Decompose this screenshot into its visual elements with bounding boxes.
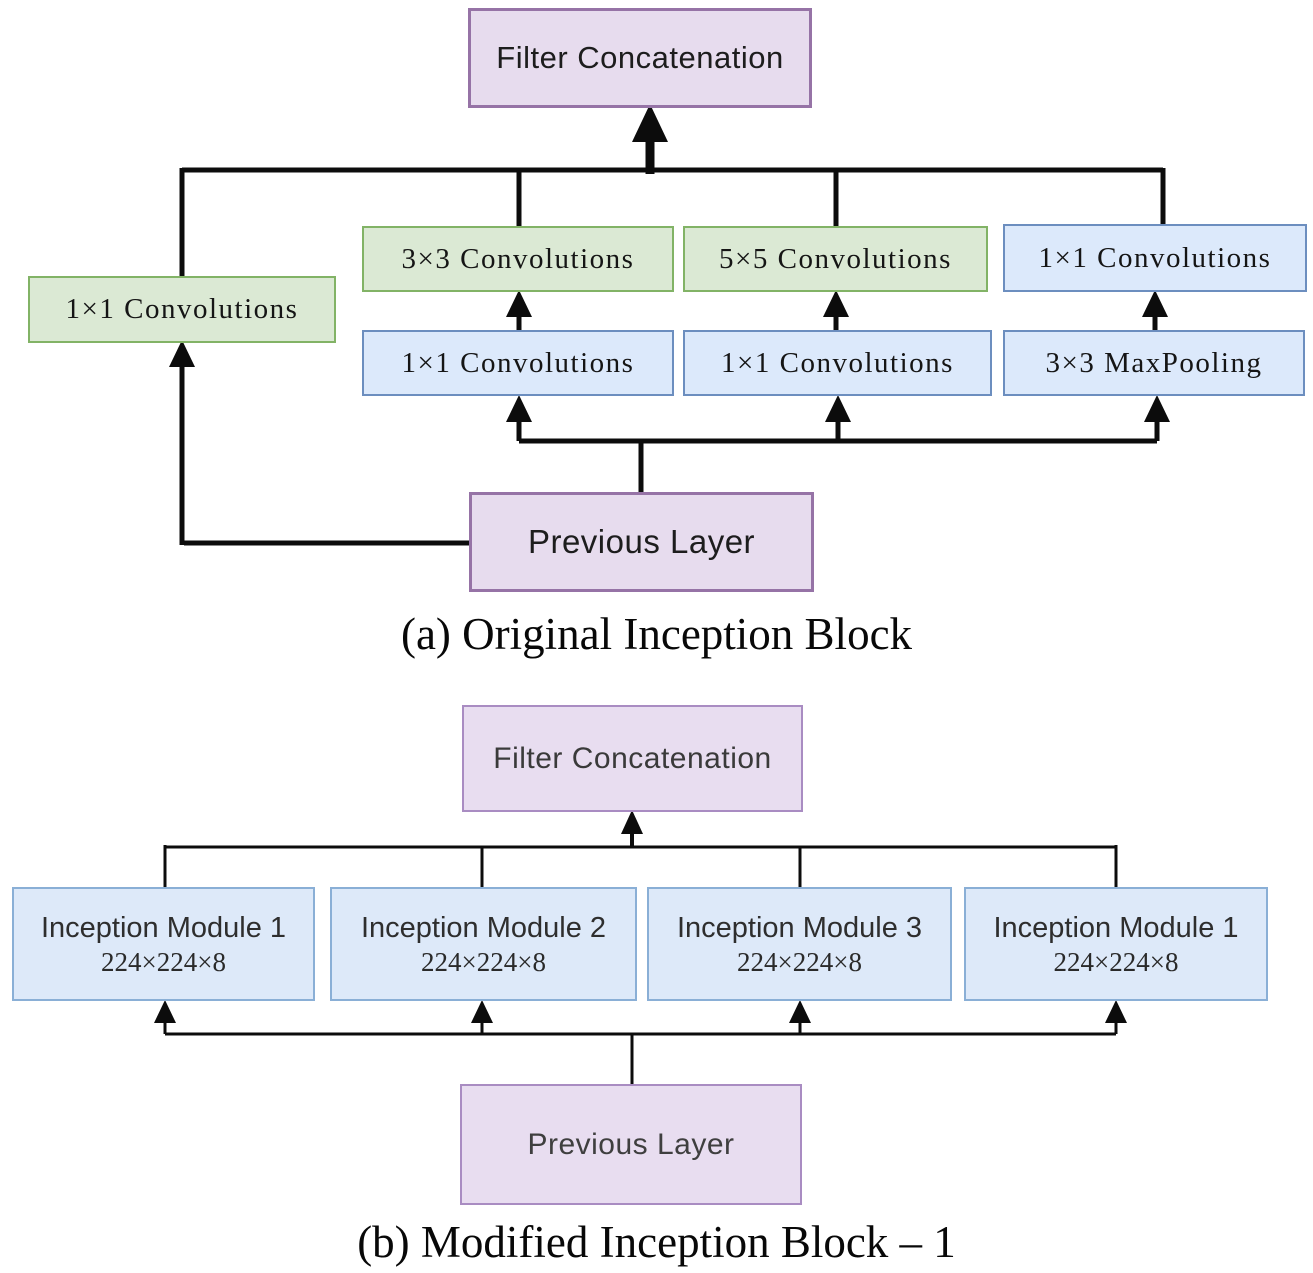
inception-module-dims-4: 224×224×8 <box>1053 946 1179 977</box>
inception-module-title-3: Inception Module 3 <box>676 911 923 944</box>
conv-1x1-box-a: 1×1 Convolutions <box>1003 224 1307 292</box>
inception-module-dims-2: 224×224×8 <box>421 946 546 977</box>
inception-module-title-2: Inception Module 2 <box>360 911 607 944</box>
inception-module-box-2: Inception Module 2 224×224×8 <box>330 887 637 1001</box>
conv-1x1-label-a: 1×1 Convolutions <box>1038 241 1272 274</box>
conv-3x3-box-a: 3×3 Convolutions <box>362 226 674 292</box>
conv-5x5-box-a: 5×5 Convolutions <box>683 226 988 292</box>
inception-module-box-3: Inception Module 3 224×224×8 <box>647 887 952 1001</box>
conv-3x3-label-a: 3×3 Convolutions <box>401 242 635 275</box>
inception-module-title-1: Inception Module 1 <box>40 911 287 944</box>
filter-concatenation-box-a: Filter Concatenation <box>468 8 812 108</box>
inception-module-title-4: Inception Module 1 <box>993 911 1239 944</box>
reduce-1x1-label-2-a: 1×1 Convolutions <box>721 346 954 379</box>
previous-layer-label-b: Previous Layer <box>527 1127 735 1161</box>
reduce-1x1-box-1-a: 1×1 Convolutions <box>362 330 674 396</box>
previous-layer-box-a: Previous Layer <box>469 492 814 592</box>
inception-module-box-4: Inception Module 1 224×224×8 <box>964 887 1268 1001</box>
previous-layer-box-b: Previous Layer <box>460 1084 802 1205</box>
inception-module-dims-1: 224×224×8 <box>101 946 226 977</box>
reduce-1x1-box-2-a: 1×1 Convolutions <box>683 330 992 396</box>
maxpool-3x3-label-a: 3×3 MaxPooling <box>1045 346 1263 379</box>
inception-module-dims-3: 224×224×8 <box>737 946 862 977</box>
reduce-1x1-label-1-a: 1×1 Convolutions <box>401 346 635 379</box>
filter-concatenation-label-b: Filter Concatenation <box>493 741 772 775</box>
filter-concatenation-box-b: Filter Concatenation <box>462 705 803 812</box>
caption-b: (b) Modified Inception Block – 1 <box>357 1217 956 1267</box>
branch-1x1-conv-box-a: 1×1 Convolutions <box>28 276 336 343</box>
caption-a: (a) Original Inception Block <box>400 609 913 659</box>
maxpool-3x3-box-a: 3×3 MaxPooling <box>1003 330 1305 396</box>
previous-layer-label-a: Previous Layer <box>527 523 756 560</box>
conv-5x5-label-a: 5×5 Convolutions <box>719 242 952 275</box>
branch-1x1-conv-label-a: 1×1 Convolutions <box>65 293 299 325</box>
filter-concatenation-label-a: Filter Concatenation <box>496 40 784 75</box>
inception-module-box-1: Inception Module 1 224×224×8 <box>12 887 315 1001</box>
